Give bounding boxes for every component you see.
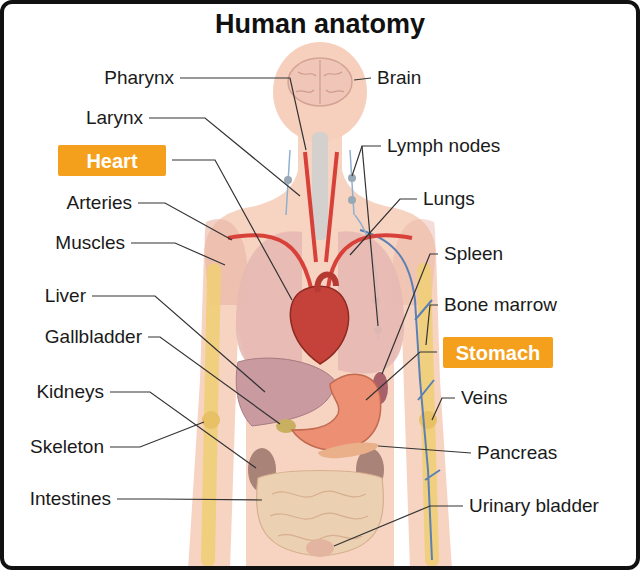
organ-label: Urinary bladder [469, 494, 599, 518]
leader-line [378, 446, 471, 453]
intestine-coils [270, 491, 368, 540]
organ-label: Kidneys [36, 380, 104, 404]
organ-label: Lungs [423, 187, 475, 211]
stomach-organ [292, 374, 381, 450]
leader-line [366, 352, 437, 400]
organ-label: Lymph nodes [387, 134, 500, 158]
organ-label: Liver [45, 284, 86, 308]
organ-label: Skeleton [30, 435, 104, 459]
pancreas-organ [318, 442, 378, 458]
organ-label: Veins [461, 386, 507, 410]
highlight-box: Heart [58, 145, 166, 176]
leader-line [180, 78, 306, 150]
leader-line [350, 199, 417, 255]
organ-label: Intestines [30, 487, 111, 511]
leader-line [172, 160, 292, 300]
leader-line [148, 337, 280, 424]
diagram-title: Human anatomy [0, 9, 640, 39]
leader-line [334, 506, 463, 546]
leader-line [110, 422, 204, 447]
organ-label: Arteries [67, 191, 132, 215]
organ-label: Pharynx [104, 66, 174, 90]
organ-label: Bone marrow [444, 293, 557, 317]
organ-label: Brain [377, 66, 421, 90]
leader-line [354, 78, 371, 80]
trachea [312, 132, 328, 240]
leader-line [432, 398, 455, 420]
leader-line [352, 146, 381, 176]
brain-folds [296, 60, 344, 104]
highlight-text: Heart [86, 149, 137, 173]
head [273, 42, 367, 142]
leader-line [426, 305, 438, 345]
leader-line [110, 392, 256, 468]
leader-line [117, 499, 262, 500]
organ-label: Spleen [444, 242, 503, 266]
aorta [318, 275, 336, 292]
leader-line [362, 146, 378, 326]
intestines-organ [256, 471, 383, 557]
liver-organ [236, 358, 336, 426]
joint [202, 411, 220, 429]
brain [288, 58, 352, 106]
leader-line [382, 254, 438, 374]
highlight-text: Stomach [456, 341, 540, 365]
organ-label: Gallbladder [45, 325, 142, 349]
heart-organ [290, 286, 348, 364]
leader-line [138, 203, 232, 240]
organ-label: Larynx [86, 106, 143, 130]
lymph-node [284, 176, 292, 184]
leader-line [131, 243, 225, 265]
organ-label: Pancreas [477, 441, 557, 465]
highlight-box: Stomach [443, 337, 553, 368]
lymph-node [348, 196, 356, 204]
bladder-organ [306, 539, 334, 557]
leader-line [149, 118, 300, 196]
artery [228, 152, 412, 292]
organ-label: Muscles [55, 231, 125, 255]
